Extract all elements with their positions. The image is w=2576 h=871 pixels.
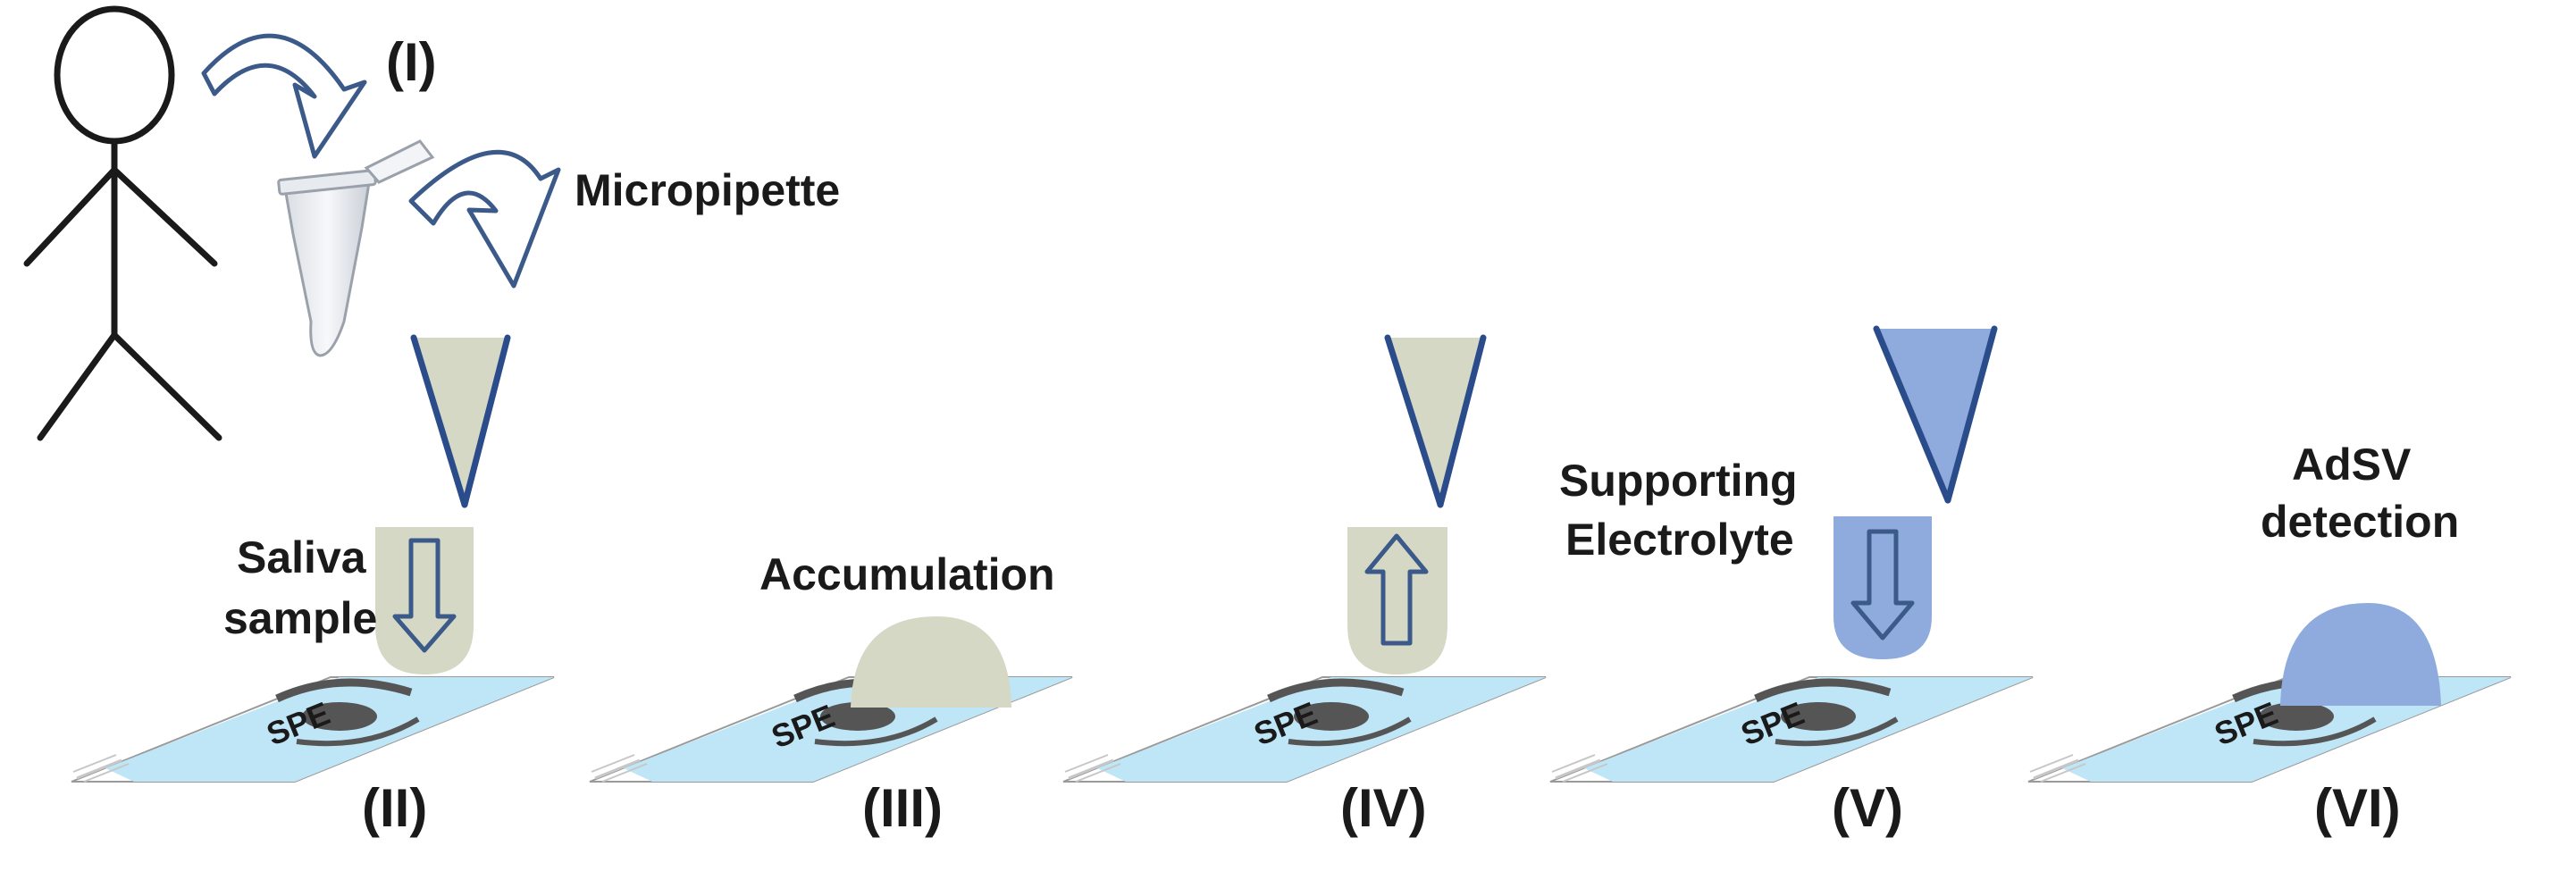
step-6-group: SPE: [2028, 603, 2511, 782]
stage-label-3: (III): [862, 778, 943, 838]
pipette-tip-5: [1876, 329, 1994, 500]
curved-arrow-to-tube: [201, 33, 367, 159]
arrow-down-icon: [1850, 529, 1915, 641]
saliva-drop-4: [1347, 527, 1447, 674]
accumulation-label: Accumulation: [759, 549, 1055, 599]
electrolyte-drop: [1833, 516, 1932, 659]
arrow-up-icon: [1364, 533, 1429, 646]
adsv-label-line1: AdSV: [2292, 440, 2412, 490]
stage-label-6: (VI): [2314, 778, 2401, 838]
pipette-tip-4: [1388, 338, 1483, 505]
step-3-group: SPE: [590, 616, 1072, 782]
pipette-tip-2: [414, 338, 508, 505]
saliva-label-line2: sample: [223, 593, 378, 643]
step-4-group: SPE: [1063, 334, 1546, 782]
step-2-group: SPE: [71, 334, 554, 782]
curved-arrow-to-pipette: [408, 149, 561, 289]
stage-label-5: (V): [1832, 778, 1903, 838]
supporting-label-line2: Electrolyte: [1565, 515, 1794, 565]
micropipette-label: Micropipette: [575, 165, 841, 215]
sample-tube: [277, 139, 435, 357]
saliva-drop-2: [375, 527, 474, 674]
supporting-label-line1: Supporting: [1559, 456, 1798, 506]
electrolyte-puddle: [2280, 603, 2441, 706]
stage-label-2: (II): [362, 778, 428, 838]
adsv-label-line2: detection: [2261, 497, 2460, 547]
saliva-puddle: [851, 616, 1011, 708]
stage-label-4: (IV): [1340, 778, 1427, 838]
arrow-down-icon: [392, 538, 457, 653]
step-5-group: SPE: [1550, 325, 2033, 782]
saliva-label-line1: Saliva: [237, 532, 366, 582]
person-figure: [23, 5, 222, 441]
stage-label-1: (I): [386, 32, 437, 92]
